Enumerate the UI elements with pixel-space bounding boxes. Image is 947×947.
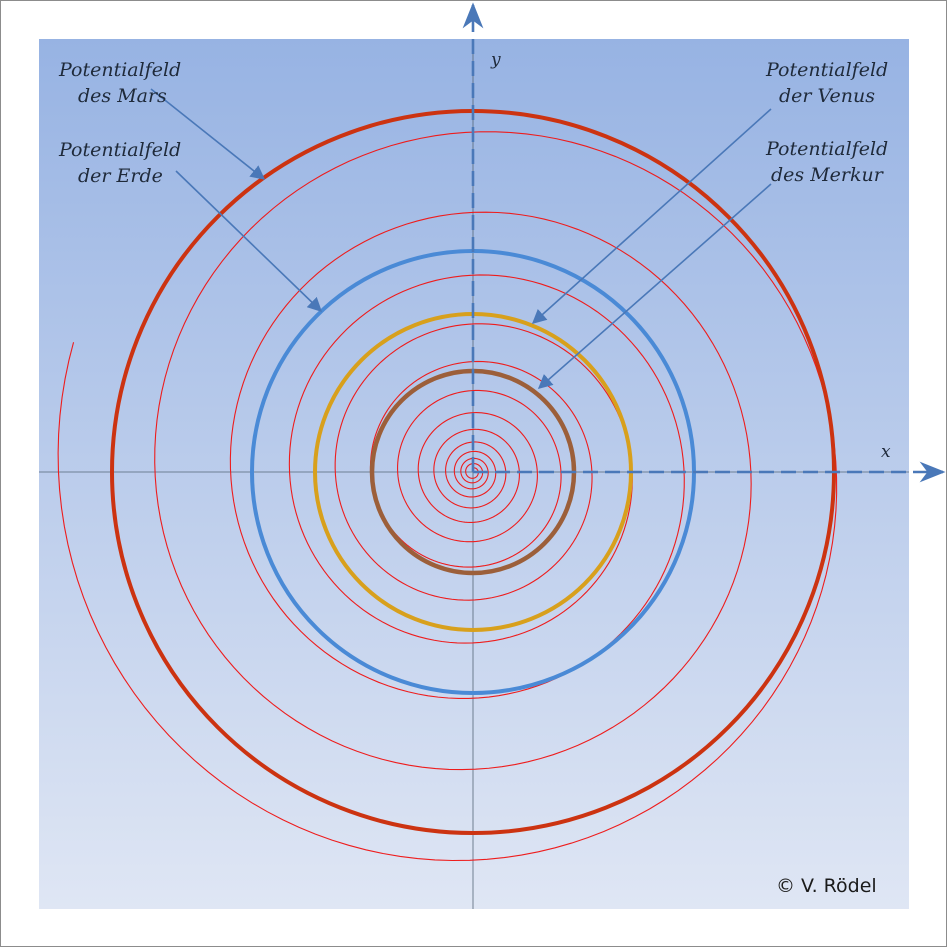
potential-spiral bbox=[57, 131, 838, 862]
venus-label-line1: Potentialfeld bbox=[765, 59, 888, 81]
x-axis-label: x bbox=[881, 442, 891, 462]
copyright-text: © V. Rödel bbox=[776, 875, 877, 897]
venus-pointer-arrow bbox=[531, 108, 772, 324]
mars-label-line1: Potentialfeld bbox=[58, 59, 181, 81]
erde-label-line1: Potentialfeld bbox=[58, 139, 181, 161]
merkur-label-line1: Potentialfeld bbox=[765, 138, 888, 160]
mars-label-line2: des Mars bbox=[78, 85, 167, 107]
merkur-label-line2: des Merkur bbox=[771, 164, 885, 186]
mars-pointer-arrow bbox=[150, 88, 266, 180]
erde-label-line2: der Erde bbox=[78, 165, 163, 187]
erde-pointer-arrow bbox=[175, 170, 323, 313]
venus-label-line2: der Venus bbox=[779, 85, 875, 107]
merkur-pointer-arrow bbox=[537, 183, 772, 389]
y-axis-label: y bbox=[490, 50, 501, 70]
